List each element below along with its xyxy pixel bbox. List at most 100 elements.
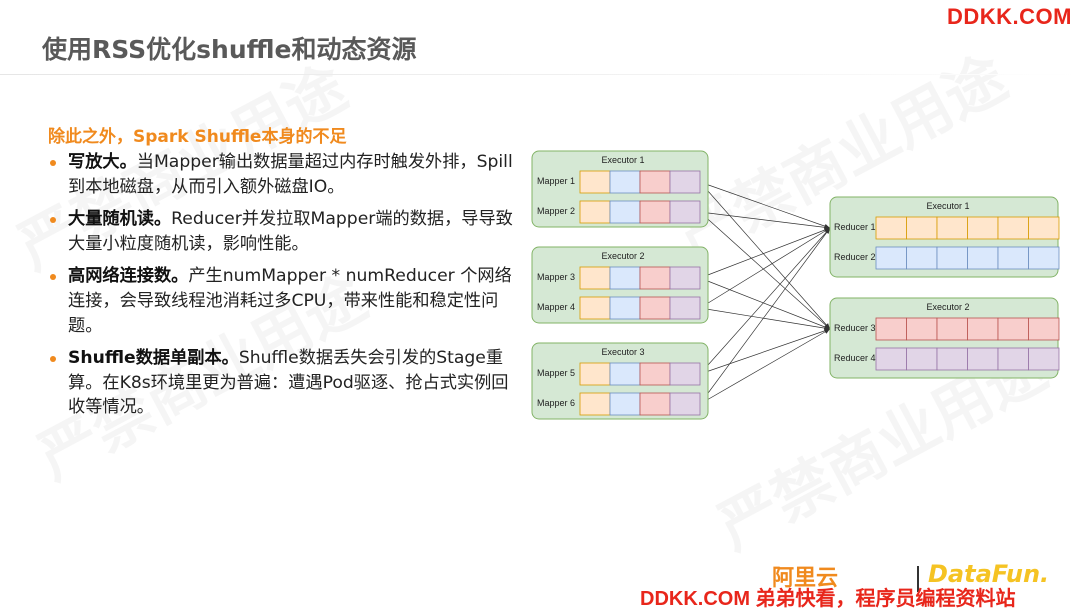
mapper-label: Mapper 1 <box>537 176 575 186</box>
executor-title: Executor 2 <box>926 302 969 312</box>
reducer-block <box>906 246 938 270</box>
partition-block <box>669 296 701 320</box>
partition-block <box>669 200 701 224</box>
reducer-label: Reducer 1 <box>834 222 876 232</box>
reducer-block <box>875 216 907 240</box>
executor-group: Executor 3 Mapper 5 Mapper 6 <box>531 342 709 420</box>
reducer-block <box>967 246 999 270</box>
partition-block <box>579 266 611 290</box>
reducer-block <box>967 317 999 341</box>
bullet-text: Reducer并发拉取Mapper端的数据，导导致大量小粒度随机读，影响性能。 <box>68 209 513 254</box>
reducer-block <box>936 246 968 270</box>
partition-block <box>639 170 671 194</box>
bullet-list: 写放大。当Mapper输出数据量超过内存时触发外排，Spill到本地磁盘，从而引… <box>48 150 518 428</box>
shuffle-connections <box>699 181 831 405</box>
partition-block <box>579 296 611 320</box>
bullet-dot-icon <box>50 356 56 363</box>
executor-group: Executor 2 Reducer 3 Reducer 4 <box>829 297 1060 379</box>
partition-block <box>669 266 701 290</box>
shuffle-line <box>699 181 831 330</box>
bullet-heading: 大量随机读。 <box>68 209 172 230</box>
shuffle-line <box>699 211 831 330</box>
reducer-block <box>875 347 907 371</box>
reducer-block <box>997 347 1029 371</box>
arrowhead <box>824 329 830 334</box>
arrowhead <box>824 228 830 234</box>
datafun-logo: DataFun. <box>928 560 1050 588</box>
bullet-text: 产生numMapper * numReducer 个网络连接，会导致线程池消耗过… <box>68 266 512 336</box>
reducer-block <box>1028 246 1060 270</box>
bullet-heading: 写放大。 <box>68 152 137 172</box>
partition-block <box>609 170 641 194</box>
partition-block <box>609 296 641 320</box>
shuffle-line <box>699 227 831 309</box>
bullet-item: 写放大。当Mapper输出数据量超过内存时触发外排，Spill到本地磁盘，从而引… <box>48 150 518 199</box>
reducer-block <box>1028 216 1060 240</box>
title-divider <box>0 74 1080 75</box>
reducer-block <box>997 317 1029 341</box>
reducer-block <box>875 317 907 341</box>
partition-block <box>639 392 671 416</box>
shuffle-line <box>699 307 831 330</box>
shuffle-line <box>699 227 831 375</box>
partition-block <box>609 392 641 416</box>
executor-title: Executor 1 <box>926 201 969 211</box>
bullet-item: 大量随机读。Reducer并发拉取Mapper端的数据，导导致大量小粒度随机读，… <box>48 207 518 256</box>
watermark-bottom: DDKK.COM 弟弟快看，程序员编程资料站 <box>640 588 1016 610</box>
shuffle-line <box>699 328 831 405</box>
reducer-block <box>906 347 938 371</box>
mapper-label: Mapper 4 <box>537 302 575 312</box>
mapper-label: Mapper 2 <box>537 206 575 216</box>
partition-block <box>579 392 611 416</box>
partition-block <box>639 266 671 290</box>
partition-block <box>669 362 701 386</box>
partition-block <box>609 200 641 224</box>
partition-block <box>639 296 671 320</box>
watermark-top: DDKK.COM <box>947 4 1072 29</box>
partition-block <box>669 392 701 416</box>
shuffle-line <box>699 227 831 279</box>
reducer-block <box>967 347 999 371</box>
executor-title: Executor 3 <box>601 347 644 357</box>
partition-block <box>639 200 671 224</box>
partition-block <box>579 200 611 224</box>
mapper-label: Mapper 5 <box>537 368 575 378</box>
reducer-block <box>997 246 1029 270</box>
bullet-item: 高网络连接数。产生numMapper * numReducer 个网络连接，会导… <box>48 264 518 338</box>
bullet-heading: 高网络连接数。 <box>68 266 189 287</box>
reducer-block <box>936 347 968 371</box>
shuffle-line <box>699 328 831 375</box>
reducer-label: Reducer 4 <box>834 353 876 363</box>
reducer-block <box>936 216 968 240</box>
reducer-label: Reducer 3 <box>834 323 876 333</box>
reducer-executors: Executor 1 Reducer 1 Reducer 2 Executor 2 Re… <box>829 196 1060 379</box>
partition-block <box>579 362 611 386</box>
reducer-block <box>967 216 999 240</box>
partition-block <box>609 266 641 290</box>
bullet-dot-icon <box>50 160 56 166</box>
shuffle-line <box>699 181 831 229</box>
partition-block <box>609 362 641 386</box>
shuffle-line <box>699 227 831 405</box>
reducer-block <box>1028 317 1060 341</box>
bullet-text: 当Mapper输出数据量超过内存时触发外排，Spill到本地磁盘，从而引入额外磁… <box>68 152 513 197</box>
bullet-heading: Shuffle数据单副本。 <box>68 348 239 369</box>
shuffle-line <box>699 277 831 330</box>
reducer-block <box>906 317 938 341</box>
reducer-block <box>1028 347 1060 371</box>
reducer-block <box>906 216 938 240</box>
bullet-dot-icon <box>50 274 56 281</box>
reducer-block <box>936 317 968 341</box>
bullet-dot-icon <box>50 217 56 224</box>
reducer-block <box>875 246 907 270</box>
section-title: 除此之外，Spark Shuffle本身的不足 <box>48 127 347 147</box>
bullet-item: Shuffle数据单副本。Shuffle数据丢失会引发的Stage重算。在K8s… <box>48 346 518 420</box>
reducer-label: Reducer 2 <box>834 252 876 262</box>
partition-block <box>639 362 671 386</box>
mapper-label: Mapper 6 <box>537 398 575 408</box>
partition-block <box>579 170 611 194</box>
